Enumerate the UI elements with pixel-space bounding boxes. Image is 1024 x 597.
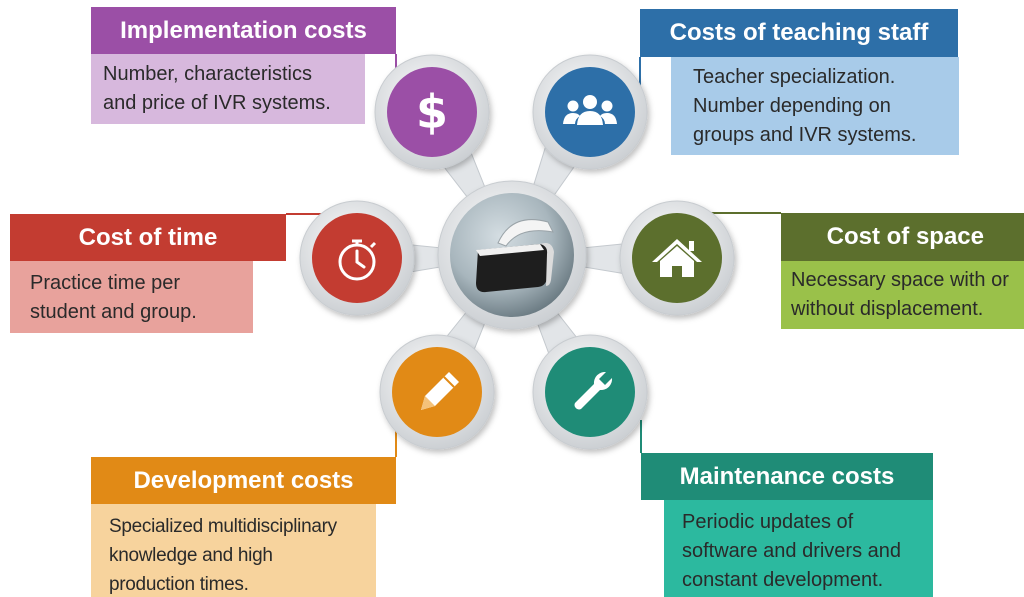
hub-circle (450, 193, 574, 317)
house-icon (652, 239, 702, 277)
stopwatch-icon (338, 239, 377, 281)
maintenance-costs-title: Maintenance costs (641, 453, 933, 500)
development-costs-description: Specialized multidisciplinary knowledge … (91, 504, 376, 597)
vr-headset-icon (476, 219, 554, 293)
teaching-staff-costs-description: Teacher specialization. Number depending… (671, 57, 959, 155)
dollar-icon: $ (416, 85, 448, 139)
wrench-icon (574, 371, 613, 410)
cost-of-time-description: Practice time per student and group. (10, 261, 253, 333)
cost-of-space-title: Cost of space (781, 213, 1024, 261)
node-space (632, 213, 722, 303)
pencil-icon (421, 372, 459, 410)
connector-lines (286, 54, 781, 457)
node-implementation: $ (387, 67, 477, 157)
cost-of-time-title: Cost of time (10, 214, 286, 261)
implementation-costs-title: Implementation costs (91, 7, 396, 54)
people-group-icon (563, 95, 617, 125)
teaching-staff-costs-title: Costs of teaching staff (640, 9, 958, 57)
development-costs-title: Development costs (91, 457, 396, 504)
node-maintenance (545, 347, 635, 437)
cost-of-space-description: Necessary space with or without displace… (781, 261, 1024, 329)
node-development (392, 347, 482, 437)
implementation-costs-description: Number, characteristics and price of IVR… (91, 54, 365, 124)
node-time (312, 213, 402, 303)
maintenance-costs-description: Periodic updates of software and drivers… (664, 500, 933, 597)
node-teaching (545, 67, 635, 157)
